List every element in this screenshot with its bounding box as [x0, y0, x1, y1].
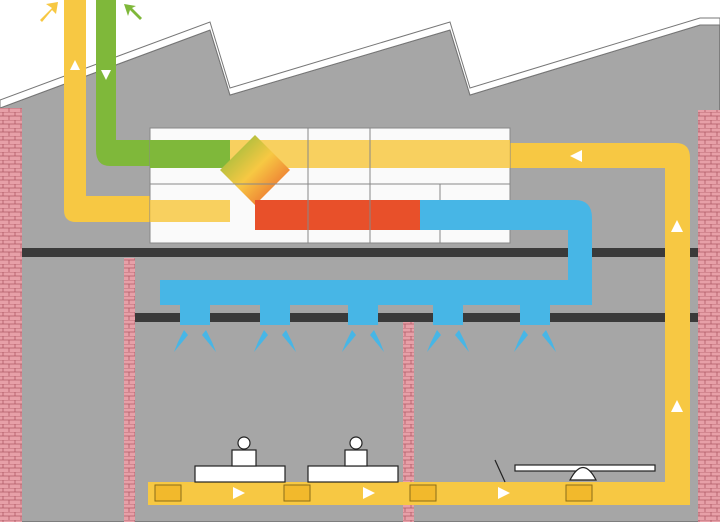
arrow-right-icon	[233, 487, 245, 499]
chair	[494, 459, 506, 483]
right-brick-wall	[698, 110, 720, 522]
supply-diffuser	[180, 303, 210, 325]
supply-arrows	[174, 330, 556, 352]
ceiling-beam	[22, 248, 698, 257]
return-grille-arrow-icon	[565, 484, 593, 502]
arrow-right-icon	[498, 487, 510, 499]
exhaust-airflow-lower	[150, 200, 230, 222]
supply-diffuser-arrow-icon	[542, 330, 556, 352]
supply-diffuser-arrow-icon	[514, 330, 528, 352]
arrow-right-icon	[363, 487, 375, 499]
person-icon	[344, 449, 368, 467]
return-grille-arrow-icon	[154, 484, 182, 502]
arrow-down-icon	[101, 70, 111, 80]
person-icon	[231, 449, 257, 467]
intake-arrow-icon	[124, 4, 142, 20]
return-grilles	[154, 484, 593, 502]
supply-diffuser-arrow-icon	[174, 330, 188, 352]
supply-diffuser-arrow-icon	[254, 330, 268, 352]
supply-diffuser	[433, 303, 463, 325]
supply-diffuser-arrow-icon	[342, 330, 356, 352]
left-brick-wall	[0, 108, 22, 522]
return-grille-arrow-icon	[283, 484, 311, 502]
ceiling-beam	[135, 313, 698, 322]
flow-arrows	[70, 60, 683, 499]
supply-diffuser-arrow-icon	[282, 330, 296, 352]
supply-diffuser	[260, 303, 290, 325]
exhaust-duct	[64, 0, 150, 222]
supply-diffuser-arrow-icon	[427, 330, 441, 352]
workplace	[194, 436, 656, 483]
brick-pillar	[403, 322, 414, 522]
arrow-up-icon	[671, 220, 683, 232]
person-icon	[237, 436, 251, 450]
roof-outline	[0, 17, 720, 109]
supply-diffuser	[348, 303, 378, 325]
supply-diffuser-arrow-icon	[202, 330, 216, 352]
arrow-up-icon	[671, 400, 683, 412]
intake-duct	[96, 0, 150, 166]
supply-diffuser-arrow-icon	[370, 330, 384, 352]
supply-duct	[160, 200, 592, 305]
supply-diffuser-arrow-icon	[455, 330, 469, 352]
return-grille-arrow-icon	[409, 484, 437, 502]
supply-diffuser	[520, 303, 550, 325]
machine	[569, 466, 597, 481]
arrow-up-icon	[70, 60, 80, 70]
brick-pillar	[124, 258, 135, 522]
heat-exchanger	[220, 135, 290, 205]
heated-supply-airflow	[255, 200, 425, 230]
desk	[307, 465, 399, 483]
supply-diffusers	[180, 303, 550, 325]
desk	[194, 465, 286, 483]
arrow-left-icon	[570, 150, 582, 162]
person-icon	[349, 436, 363, 450]
exhaust-arrow-icon	[40, 2, 58, 22]
intake-airflow	[150, 140, 230, 168]
